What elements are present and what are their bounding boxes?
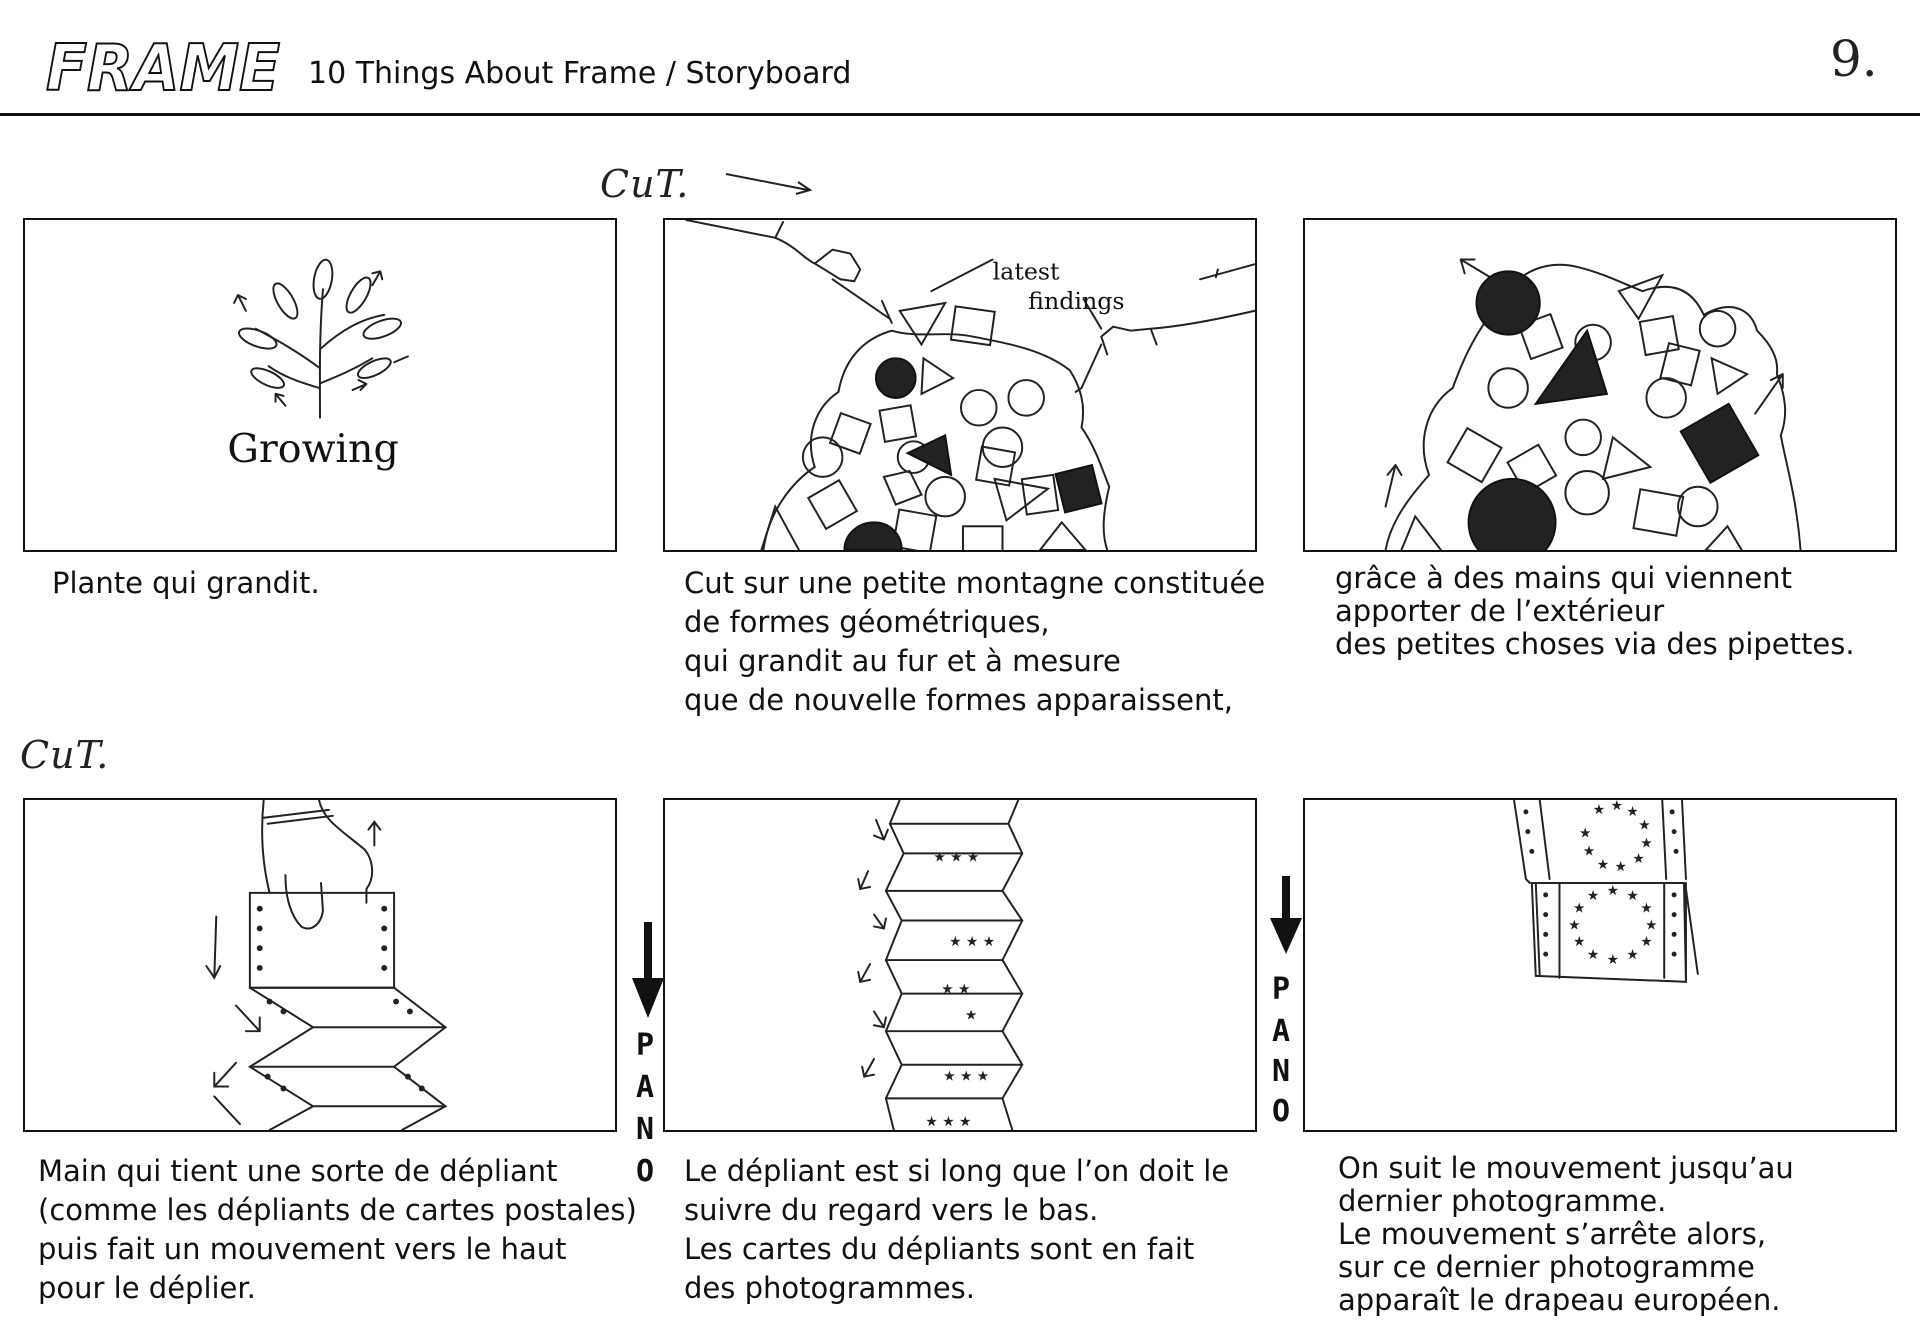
caption-line: apparaît le drapeau européen.	[1338, 1283, 1781, 1317]
svg-text:★: ★	[1579, 826, 1591, 842]
cut-annotation: CuT.	[600, 162, 690, 206]
logo-text: FRAME	[46, 34, 280, 98]
storyboard-frame-6: ★★★★ ★★★★ ★★★★ ★★★★ ★★★★ ★★	[1303, 798, 1897, 1132]
svg-text:★: ★	[1593, 802, 1605, 818]
svg-text:★: ★	[1632, 851, 1644, 867]
caption-line: sur ce dernier photogramme	[1338, 1250, 1755, 1284]
caption-line: Le mouvement s’arrête alors,	[1338, 1217, 1767, 1251]
svg-text:★: ★	[1611, 800, 1623, 814]
caption-line: Le dépliant est si long que l’on doit le	[684, 1154, 1230, 1188]
svg-text:★: ★	[1640, 835, 1652, 851]
svg-text:★: ★	[965, 1007, 977, 1023]
pano-annotation: P A N O	[628, 922, 678, 1189]
frame-5-caption: Le dépliant est si long que l’on doit le…	[684, 1152, 1229, 1308]
pano-letter: N	[636, 1112, 655, 1147]
document-title: 10 Things About Frame / Storyboard	[308, 56, 852, 91]
frame-1-caption: Plante qui grandit.	[52, 564, 320, 603]
svg-text:★: ★	[1645, 917, 1657, 933]
caption-line: qui grandit au fur et à mesure	[684, 644, 1121, 678]
svg-text:★: ★	[1573, 934, 1585, 950]
pano-letter: N	[1272, 1054, 1291, 1089]
svg-text:★: ★	[1638, 818, 1650, 834]
svg-text:★: ★	[1626, 888, 1638, 904]
caption-line: de formes géométriques,	[684, 605, 1050, 639]
svg-text:★ ★: ★ ★	[941, 982, 970, 998]
pano-letter: A	[1272, 1014, 1291, 1049]
frame-6-caption: On suit le mouvement jusqu’au dernier ph…	[1338, 1152, 1794, 1317]
page-number: 9.	[1830, 30, 1878, 88]
caption-line: pour le déplier.	[38, 1271, 256, 1305]
pano-letter: O	[1272, 1094, 1291, 1129]
caption-line: grâce à des mains qui viennent	[1335, 561, 1792, 595]
frame-4-caption: Main qui tient une sorte de dépliant (co…	[38, 1152, 637, 1308]
caption-line: des photogrammes.	[684, 1271, 975, 1305]
pano-letter: P	[1272, 972, 1291, 1007]
svg-text:★ ★ ★: ★ ★ ★	[949, 934, 995, 950]
svg-text:★: ★	[1568, 917, 1580, 933]
svg-text:★: ★	[1615, 859, 1627, 875]
svg-text:★: ★	[1626, 947, 1638, 963]
svg-text:★: ★	[1626, 804, 1638, 820]
svg-text:★: ★	[1640, 901, 1652, 917]
caption-line: (comme les dépliants de cartes postales)	[38, 1193, 637, 1227]
svg-text:★: ★	[1607, 952, 1619, 968]
caption-line: que de nouvelle formes apparaissent,	[684, 683, 1233, 717]
caption-line: Les cartes du dépliants sont en fait	[684, 1232, 1195, 1266]
caption-line: des petites choses via des pipettes.	[1335, 627, 1855, 661]
frame-2-caption: Cut sur une petite montagne constituée d…	[684, 564, 1265, 720]
caption-line: Main qui tient une sorte de dépliant	[38, 1154, 558, 1188]
caption-line: On suit le mouvement jusqu’au	[1338, 1151, 1794, 1185]
frame-logo: FRAME	[45, 34, 281, 98]
caption-line: puis fait un mouvement vers le haut	[38, 1232, 567, 1266]
storyboard-frame-4	[23, 798, 617, 1132]
frame-3-caption: grâce à des mains qui viennent apporter …	[1335, 562, 1855, 661]
hand-holding-leaflet-sketch	[205, 800, 448, 1130]
caption-line: Cut sur une petite montagne constituée	[684, 566, 1266, 600]
svg-text:★ ★ ★: ★ ★ ★	[925, 1114, 971, 1130]
pano-letter: P	[636, 1028, 655, 1063]
caption-line: Plante qui grandit.	[52, 566, 320, 600]
svg-text:★ ★ ★: ★ ★ ★	[943, 1069, 989, 1085]
caption-line: apporter de l’extérieur	[1335, 594, 1665, 628]
shape-mountain-grown-sketch	[1384, 258, 1802, 550]
european-flag-sketch: ★★★★ ★★★★ ★★★★ ★★★★ ★★★★ ★★	[1513, 800, 1699, 983]
caption-line: dernier photogramme.	[1338, 1184, 1667, 1218]
pano-letter: A	[636, 1070, 655, 1105]
growing-label: Growing	[227, 426, 398, 472]
svg-text:★ ★ ★: ★ ★ ★	[933, 849, 979, 865]
caption-line: suivre du regard vers le bas.	[684, 1193, 1099, 1227]
storyboard-frame-5: ★ ★ ★ ★ ★ ★ ★ ★ ★ ★ ★ ★ ★ ★ ★	[663, 798, 1257, 1132]
pan-down-arrow-icon	[632, 922, 664, 1018]
unfolding-leaflet-sketch: ★ ★ ★ ★ ★ ★ ★ ★ ★ ★ ★ ★ ★ ★ ★	[857, 800, 1024, 1130]
svg-text:★: ★	[1607, 883, 1619, 899]
storyboard-frame-3	[1303, 218, 1897, 552]
svg-text:★: ★	[1583, 843, 1595, 859]
storyboard-frame-1: Growing	[23, 218, 617, 552]
motion-arrow	[725, 173, 813, 195]
growing-plant-sketch: Growing	[227, 258, 409, 472]
shape-mountain-sketch: latest findings	[685, 220, 1255, 550]
pan-down-arrow-icon	[1270, 876, 1302, 954]
svg-text:★: ★	[1640, 934, 1652, 950]
header-divider	[0, 113, 1920, 116]
svg-text:★: ★	[1587, 888, 1599, 904]
svg-text:★: ★	[1587, 947, 1599, 963]
cut-annotation: CuT.	[20, 733, 110, 777]
findings-label-line1: latest	[993, 257, 1060, 285]
svg-text:★: ★	[1573, 901, 1585, 917]
storyboard-frame-2: latest findings	[663, 218, 1257, 552]
pano-annotation: P A N O	[1266, 876, 1316, 1129]
svg-text:★: ★	[1597, 857, 1609, 873]
pano-letter: O	[636, 1154, 655, 1189]
findings-label-line2: findings	[1028, 287, 1124, 315]
